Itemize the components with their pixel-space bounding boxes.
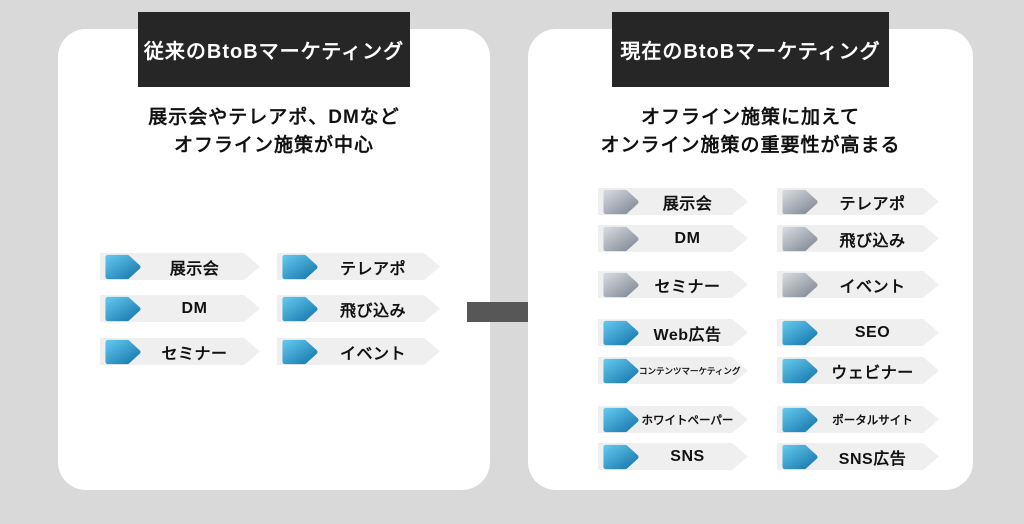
current-panel-description: オフライン施策に加えて オンライン施策の重要性が高まる [528,104,973,160]
tag-label: ポータルサイト [832,414,913,427]
pentagon-arrow-icon [781,358,818,384]
tag-label: 飛び込み [839,232,906,250]
tag-label: 飛び込み [339,302,406,320]
tag-label: イベント [839,278,906,296]
pentagon-arrow-icon [781,189,818,215]
marketing-tag: 飛び込み [777,225,939,252]
marketing-tag: セミナー [100,338,260,365]
tag-label: イベント [339,345,406,363]
tag-label: セミナー [654,278,721,296]
marketing-tag: 展示会 [100,253,260,280]
tag-row: 展示会 テレアポ [598,188,939,215]
tag-label: コンテンツマーケティング [639,365,741,376]
tag-row: SNS SNS広告 [598,443,939,470]
pentagon-arrow-icon [281,339,318,365]
traditional-panel-description: 展示会やテレアポ、DMなど オフライン施策が中心 [58,104,490,160]
tag-row: Web広告 SEO [598,319,939,346]
pentagon-arrow-icon [602,444,639,470]
marketing-tag: ウェビナー [777,357,939,384]
marketing-tag: セミナー [598,271,748,298]
pentagon-arrow-icon [781,320,818,346]
description-line: 展示会やテレアポ、DMなど [148,107,400,128]
marketing-tag: テレアポ [777,188,939,215]
tag-row: DM 飛び込み [598,225,939,252]
marketing-tag: SEO [777,319,939,346]
tag-label: Web広告 [653,326,722,344]
tag-label: 展示会 [169,260,220,278]
pentagon-arrow-icon [781,444,818,470]
tag-row: セミナー イベント [598,271,939,298]
pentagon-arrow-icon [602,226,639,252]
tag-label: SNS広告 [838,450,907,468]
marketing-tag: 展示会 [598,188,748,215]
marketing-tag: イベント [277,338,440,365]
marketing-tag: Web広告 [598,319,748,346]
pentagon-arrow-icon [781,226,818,252]
pentagon-arrow-icon [602,189,639,215]
traditional-panel-title: 従来のBtoBマーケティング [138,12,410,87]
tag-label: SEO [854,323,891,341]
tag-label: ホワイトペーパー [641,414,734,427]
pentagon-arrow-icon [104,296,141,322]
pentagon-arrow-icon [602,358,639,384]
marketing-tag: SNS広告 [777,443,939,470]
marketing-tag: DM [100,295,260,322]
marketing-tag: ホワイトペーパー [598,406,748,433]
marketing-tag: ポータルサイト [777,406,939,433]
marketing-tag: コンテンツマーケティング [598,357,748,384]
tag-label: ウェビナー [831,364,914,382]
pentagon-arrow-icon [602,407,639,433]
marketing-tag: 飛び込み [277,295,440,322]
pentagon-arrow-icon [602,320,639,346]
description-line: オンライン施策の重要性が高まる [600,135,901,156]
description-line: オフライン施策が中心 [173,135,374,156]
tag-label: セミナー [161,345,228,363]
traditional-marketing-panel: 従来のBtoBマーケティング 展示会やテレアポ、DMなど オフライン施策が中心 … [58,12,490,490]
description-line: オフライン施策に加えて [640,107,861,128]
tag-label: テレアポ [339,260,406,278]
pentagon-arrow-icon [104,339,141,365]
tag-row: ホワイトペーパー ポータルサイト [598,406,939,433]
marketing-tag: イベント [777,271,939,298]
tag-row: セミナー イベント [100,338,440,365]
tag-label: 展示会 [662,195,713,213]
tag-label: テレアポ [839,195,906,213]
pentagon-arrow-icon [781,272,818,298]
tag-row: 展示会 テレアポ [100,253,440,280]
tag-label: DM [181,299,208,317]
pentagon-arrow-icon [281,296,318,322]
tag-row: コンテンツマーケティング ウェビナー [598,357,939,384]
pentagon-arrow-icon [281,254,318,280]
marketing-tag: DM [598,225,748,252]
pentagon-arrow-icon [602,272,639,298]
marketing-tag: SNS [598,443,748,470]
pentagon-arrow-icon [104,254,141,280]
tag-label: DM [674,229,701,247]
pentagon-arrow-icon [781,407,818,433]
tag-label: SNS [670,447,705,465]
marketing-tag: テレアポ [277,253,440,280]
current-marketing-panel: 現在のBtoBマーケティング オフライン施策に加えて オンライン施策の重要性が高… [528,12,973,490]
tag-row: DM 飛び込み [100,295,440,322]
current-panel-title: 現在のBtoBマーケティング [612,12,889,87]
